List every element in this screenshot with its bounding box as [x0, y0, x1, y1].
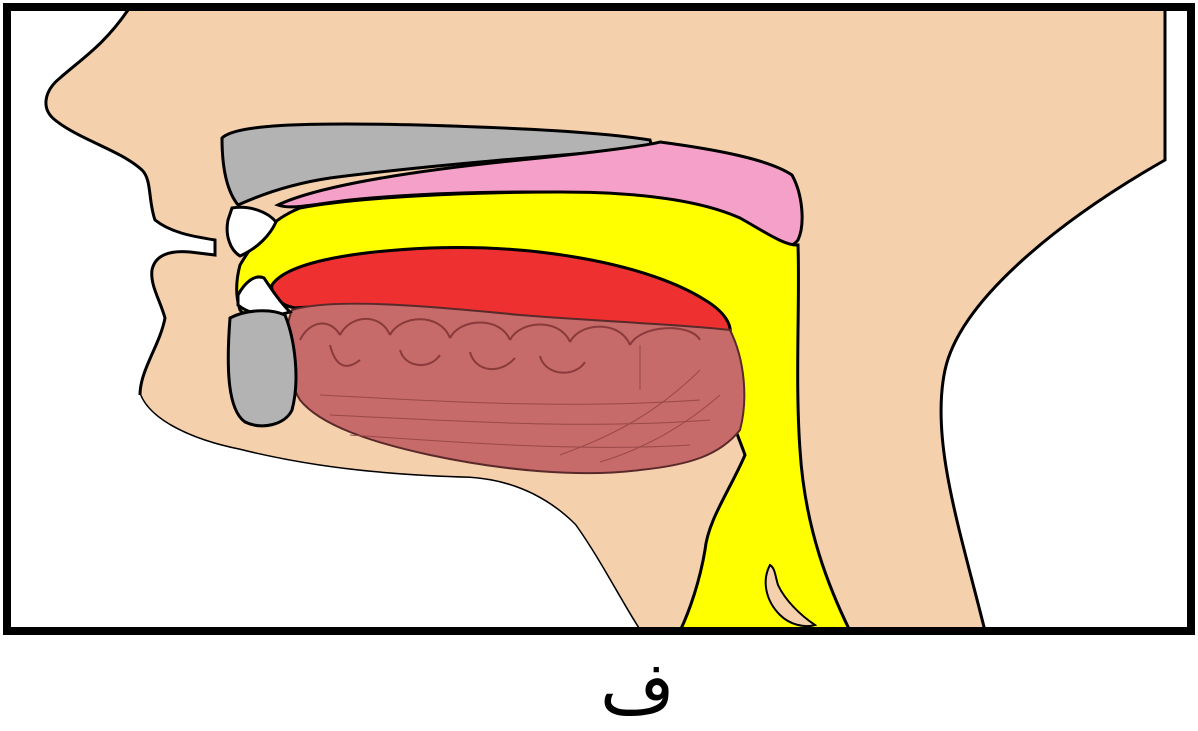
neck-front-space	[7, 395, 640, 631]
upper-teeth	[225, 205, 278, 258]
tongue	[285, 302, 746, 475]
arabic-letter-caption: ف	[600, 646, 675, 730]
diagram-border	[3, 3, 1195, 635]
tongue-surface-bumps	[299, 317, 701, 374]
lower-jaw	[226, 309, 298, 428]
tongue-texture	[319, 345, 721, 463]
throat	[764, 563, 818, 628]
